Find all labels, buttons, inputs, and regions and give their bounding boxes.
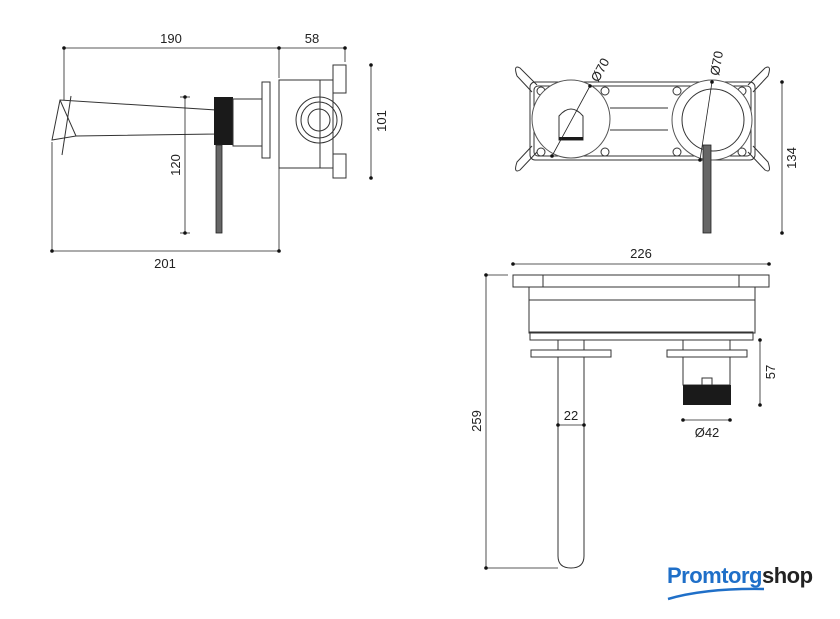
dim-201: 201 xyxy=(154,256,176,271)
dim-58: 58 xyxy=(305,31,319,46)
box-top xyxy=(528,286,756,334)
dim-259: 259 xyxy=(469,410,484,432)
spout-top xyxy=(557,357,585,569)
dim-101: 101 xyxy=(374,110,389,132)
lever-front xyxy=(702,144,712,234)
spout-side xyxy=(51,99,217,141)
front-view: Ø70 Ø70 134 xyxy=(515,50,799,235)
logo-part2: shop xyxy=(762,563,813,588)
logo-swoosh-icon xyxy=(667,587,765,601)
handle-flange-top xyxy=(666,349,748,358)
dim-134: 134 xyxy=(784,147,799,169)
dim-120: 120 xyxy=(168,154,183,176)
side-view: 190 58 201 120 101 xyxy=(50,31,389,271)
dim-226: 226 xyxy=(630,246,652,261)
flange-side xyxy=(261,81,271,159)
lever-side xyxy=(215,144,223,234)
promtorgshop-logo: Promtorgshop xyxy=(667,563,813,589)
box-side xyxy=(278,79,334,169)
dim-diameter-70-left: Ø70 xyxy=(588,56,613,85)
dim-190: 190 xyxy=(160,31,182,46)
dim-diameter-42: Ø42 xyxy=(695,425,720,440)
dim-22: 22 xyxy=(564,408,578,423)
plate-front xyxy=(529,81,756,161)
handle-rosette xyxy=(671,79,753,161)
dim-diameter-70-right: Ø70 xyxy=(707,50,726,77)
dim-57: 57 xyxy=(763,365,778,379)
knurled-knob-top xyxy=(683,385,731,405)
spout-flange-top xyxy=(530,349,612,358)
top-view: 226 259 22 57 Ø42 xyxy=(469,246,778,570)
logo-part1: Promtorg xyxy=(667,563,763,588)
spout-front xyxy=(558,108,584,141)
spout-rosette xyxy=(531,79,611,159)
knurled-handle-side xyxy=(214,97,233,145)
